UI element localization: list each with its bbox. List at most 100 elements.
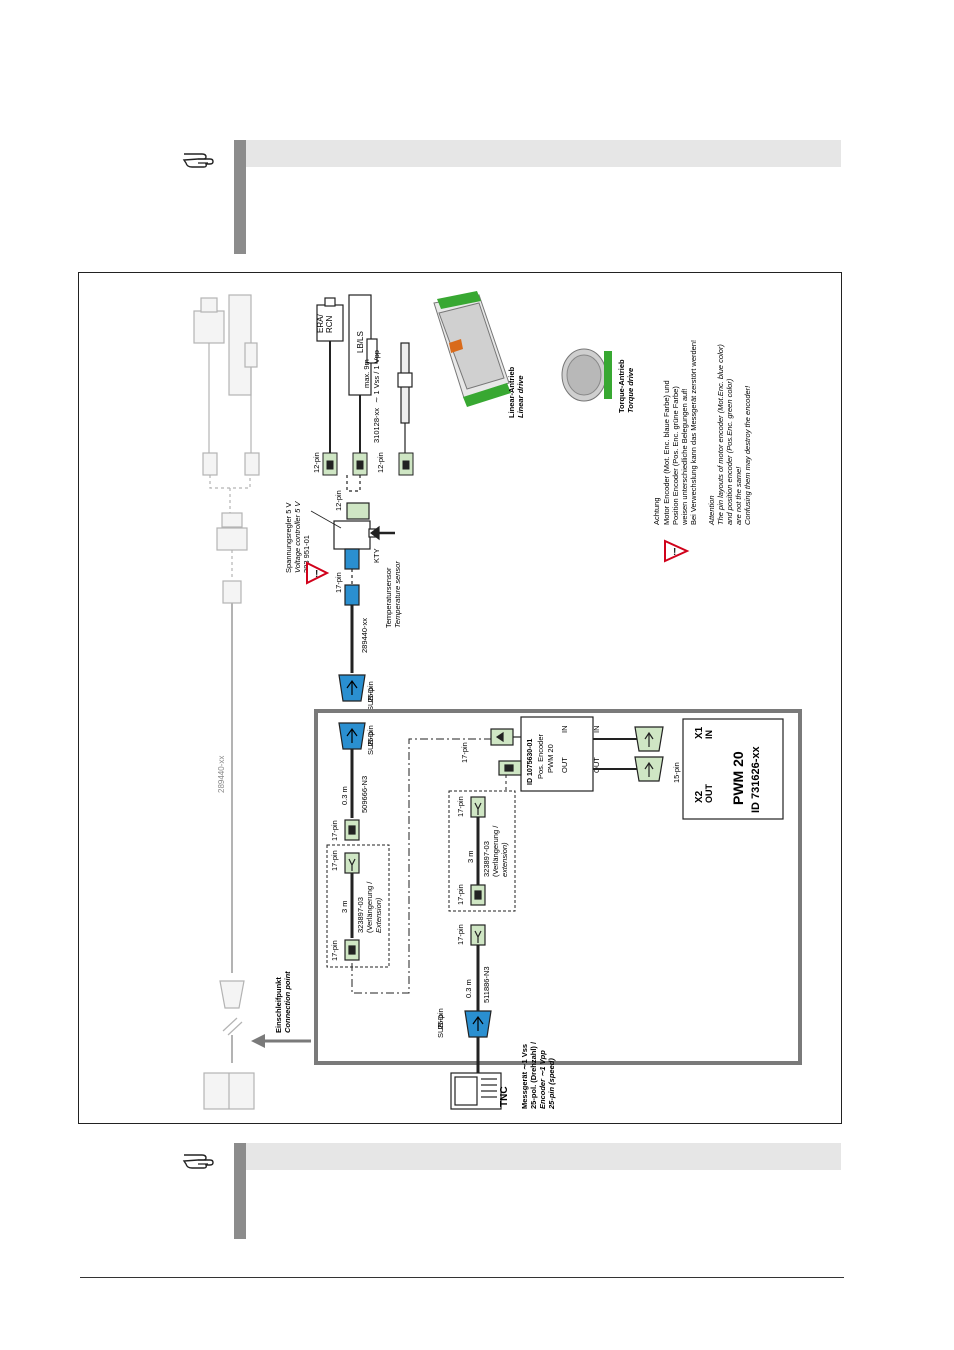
pin17-g: 17-pin	[456, 924, 465, 945]
voltage-reg-leader	[310, 510, 342, 529]
conn-point-en: Connection point	[283, 971, 292, 1033]
pin15: 15-pin	[672, 762, 681, 783]
pos-encoder-box	[520, 716, 594, 792]
note-bar	[234, 1143, 246, 1239]
voltage-regulator	[333, 475, 395, 570]
pwm-in-a: IN	[560, 726, 569, 734]
extension-b	[470, 796, 486, 906]
pwm-out-a: OUT	[560, 757, 569, 773]
label-max-length: max. 9m	[362, 359, 371, 388]
messgeraet-l1: Messgerät ∼1 Vss	[520, 1044, 529, 1109]
note-top	[234, 140, 841, 254]
pwm-box-pwm: PWM 20	[546, 744, 555, 773]
warning-triangle-icon: !	[306, 561, 330, 585]
length-03-b: 0.3 m	[464, 979, 473, 998]
ext-b-en: extension)	[500, 842, 509, 877]
x1-in: IN	[704, 730, 714, 739]
pwm-box-id: ID 1075630-01	[527, 739, 534, 785]
ghost-motor	[193, 294, 260, 1110]
achtung-title: Achtung	[652, 497, 661, 525]
diagram-canvas: 289440-xx ERA/RCN LB/LS max. 9m ∼ 1 Vss …	[193, 291, 802, 1110]
temp-sensor-en: Temperature sensor	[393, 561, 402, 628]
messgeraet-l2: 25-pol. (Drehzahl) /	[529, 1041, 538, 1109]
ext-a-en: Extension)	[374, 897, 383, 933]
pin12-c: 12-pin	[334, 490, 343, 511]
label-lb-ls: LB/LS	[356, 331, 365, 353]
pin17-c: 17-pin	[330, 940, 339, 961]
attention-l3: are not the same!	[734, 466, 743, 525]
messgeraet-l4: 25-pin (speed)	[547, 1058, 556, 1110]
conn-point-de: Einschleifpunkt	[274, 977, 283, 1033]
extension-a-box	[326, 844, 390, 968]
pointing-hand-icon	[182, 146, 216, 170]
pwm-in-b: IN	[592, 726, 601, 734]
ext-b-id: 323897-03	[482, 841, 491, 877]
cable-511886	[464, 924, 492, 1038]
note-header	[246, 1143, 841, 1170]
pin12-b: 12-pin	[376, 452, 385, 473]
ext-a-id: 323897-03	[356, 897, 365, 933]
achtung-l1: Motor Encoder (Mot. Enc. blaue Farbe) un…	[662, 380, 671, 525]
pin17-e: 17-pin	[456, 796, 465, 817]
subd-bottom: SUB-D25-pin	[436, 1008, 445, 1038]
subd-bottom-l2: 25-pin	[436, 1008, 445, 1029]
linear-drive	[433, 291, 511, 407]
attention-l2: and position encoder (Pos.Enc. green col…	[725, 378, 734, 525]
subd-mid-l1: SUB-D	[366, 731, 375, 755]
label-era-rcn: ERA/RCN	[316, 314, 334, 333]
pwm-box-pos: Pos. Encoder	[536, 733, 545, 779]
pin12-a: 12-pin	[312, 452, 321, 473]
pwm-frame	[314, 709, 802, 1065]
messgeraet-l3: Encoder ∼1 Vpp	[538, 1050, 547, 1109]
wiring-diagram: 289440-xx ERA/RCN LB/LS max. 9m ∼ 1 Vss …	[78, 272, 842, 1124]
x1-label: X1	[694, 726, 705, 739]
ghost-cable-label: 289440-xx	[217, 756, 226, 793]
ext-b-de: (Verlängerung /	[491, 825, 500, 877]
plugs-12pin	[322, 452, 414, 476]
label-era: ERA/	[316, 314, 325, 333]
subd-bottom-l1: SUB-D	[436, 1014, 445, 1038]
encoder-era-rcn	[316, 294, 413, 458]
pin17-b: 17-pin	[330, 850, 339, 871]
linear-en: Linear drive	[516, 375, 525, 418]
label-310128: 310128-xx	[372, 408, 381, 443]
voltage-reg-en: Voltage controller 5 V	[293, 501, 302, 573]
kty-label: KTY	[372, 548, 381, 563]
motor-encoder-cable	[338, 569, 366, 702]
extension-b-box	[448, 790, 516, 912]
subd-top: SUB-D25-pin	[366, 681, 375, 711]
pin17-d: 17-pin	[460, 742, 469, 763]
warning-mark: !	[315, 569, 318, 580]
tnc-control	[450, 1037, 502, 1110]
voltage-reg-id: 383 951-01	[302, 535, 311, 573]
torque-drive	[561, 348, 612, 402]
subd-mid-l2: 25-pin	[366, 725, 375, 746]
pin17-a: 17-pin	[330, 820, 339, 841]
label-rcn: RCN	[325, 315, 334, 333]
length-3-b: 3 m	[466, 850, 475, 863]
tnc-label: TNC	[499, 1086, 510, 1107]
note-header	[246, 140, 841, 167]
pwm20-id: ID 731626-xx	[750, 745, 762, 813]
pwm20-box	[682, 718, 784, 820]
extension-a	[344, 852, 360, 961]
warning-mark-2: !	[673, 547, 676, 558]
achtung-l2: Position Encoder (Pos. Enc. grüne Farbe)	[671, 386, 680, 525]
note-bottom	[234, 1143, 841, 1239]
linear-de: Linear-Antrieb	[507, 366, 516, 418]
pin17-f: 17-pin	[456, 884, 465, 905]
pin17-reg: 17-pin	[334, 572, 343, 593]
x2-out: OUT	[704, 784, 714, 804]
note-bar	[234, 140, 246, 254]
attention-l1: The pin layouts of motor encoder (Mot.En…	[716, 344, 725, 525]
subd-mid: SUB-D25-pin	[366, 725, 375, 755]
label-signal: ∼ 1 Vss / 1 Vpp	[372, 350, 381, 403]
achtung-l4: Bei Verwechslung kann das Messgerät zers…	[689, 340, 698, 525]
warning-triangle-icon: !	[664, 539, 690, 563]
cable-289440: 289440-xx	[360, 618, 369, 653]
temp-sensor-de: Temperatursensor	[384, 567, 393, 628]
attention-l4: Confusing them may destroy the encoder!	[743, 385, 752, 525]
subd-top-l2: 25-pin	[366, 681, 375, 702]
achtung-l3: weisen unterschiedliche Belegungen auf!	[680, 389, 689, 526]
voltage-reg-de: Spannungsregler 5 V	[284, 503, 293, 573]
